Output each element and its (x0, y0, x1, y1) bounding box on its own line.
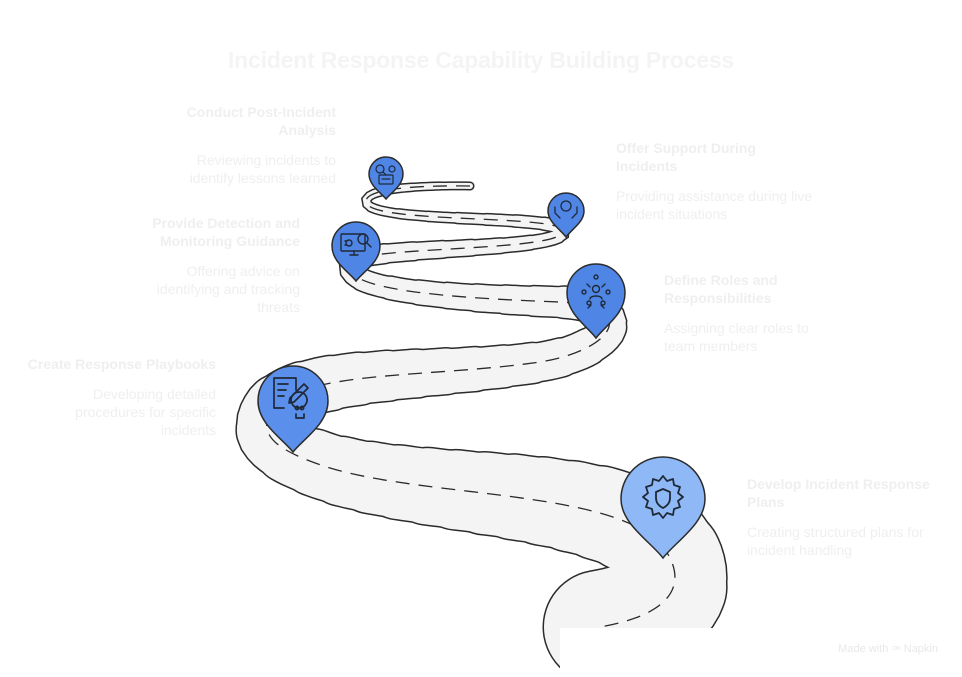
footer-credit: Made with ✑ Napkin (838, 642, 938, 655)
step-4-desc: Offering advice on identifying and track… (156, 263, 300, 315)
step-1-heading: Develop Incident Response Plans (747, 476, 930, 510)
road-center-line (266, 185, 676, 628)
hands-support-icon (554, 200, 578, 219)
step-5-label: Offer Support During Incidents Providing… (616, 139, 816, 223)
brand-text: Napkin (903, 643, 938, 655)
step-6-heading: Conduct Post-Incident Analysis (186, 104, 336, 138)
step-1-desc: Creating structured plans for incident h… (747, 524, 924, 558)
step-6-desc: Reviewing incidents to identify lessons … (189, 152, 336, 186)
step-6-label: Conduct Post-Incident Analysis Reviewing… (160, 103, 336, 187)
shield-gear-icon (642, 475, 684, 519)
playbook-skull-icon (273, 377, 309, 419)
diagram-title: Incident Response Capability Building Pr… (227, 47, 735, 73)
step-5-heading: Offer Support During Incidents (616, 140, 756, 174)
step-6-pin (367, 155, 405, 206)
step-4-label: Provide Detection and Monitoring Guidanc… (140, 214, 300, 316)
step-4-pin (330, 221, 382, 288)
step-2-desc: Developing detailed procedures for speci… (75, 386, 216, 438)
step-1-pin (619, 456, 707, 565)
step-4-heading: Provide Detection and Monitoring Guidanc… (152, 215, 300, 249)
step-3-desc: Assigning clear roles to team members (664, 320, 809, 354)
step-2-pin (256, 364, 330, 459)
step-3-label: Define Roles and Responsibilities Assign… (664, 271, 839, 355)
step-5-desc: Providing assistance during live inciden… (616, 188, 813, 222)
step-3-heading: Define Roles and Responsibilities (664, 272, 778, 306)
napkin-logo-icon: ✑ (891, 643, 901, 655)
step-1-label: Develop Incident Response Plans Creating… (747, 475, 937, 559)
analysis-search-gear-icon (375, 164, 396, 185)
made-with-text: Made with (838, 643, 889, 655)
step-2-heading: Create Response Playbooks (27, 356, 216, 372)
monitor-bug-search-icon (340, 233, 372, 256)
step-2-label: Create Response Playbooks Developing det… (20, 355, 216, 439)
step-5-pin (546, 191, 586, 244)
team-roles-icon (581, 274, 611, 309)
step-3-pin (565, 262, 627, 345)
